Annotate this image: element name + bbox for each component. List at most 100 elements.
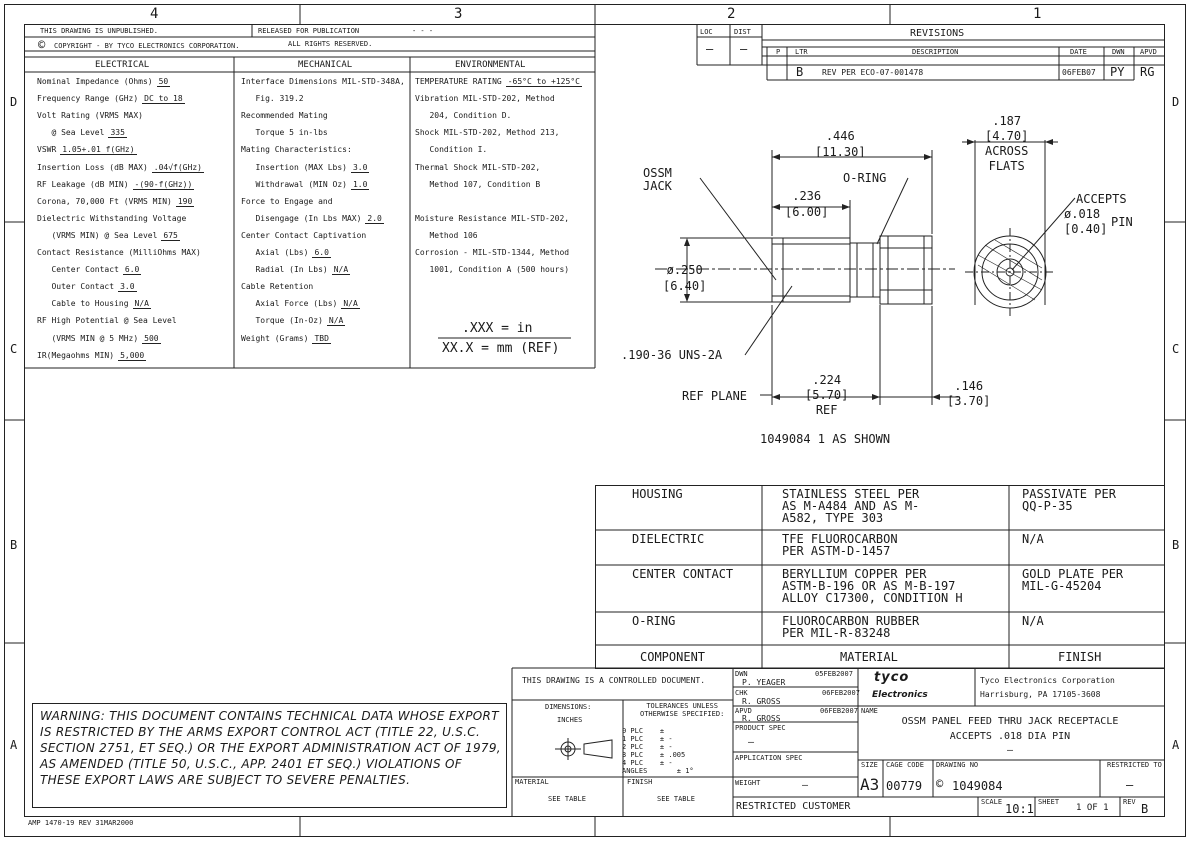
spec-row: Withdrawal (MIN Oz)1.0 [241,179,370,190]
dwn-date: 05FEB2007 [815,670,853,678]
thread-callout: .190-36 UNS-2A [621,348,723,362]
spec-label: Insertion Loss (dB MAX) [37,162,148,172]
material-component: HOUSING [632,487,683,501]
size-value: A3 [860,775,880,794]
spec-label: Volt Rating (VRMS MAX) [37,111,143,121]
spec-label: Corona, 70,000 Ft (VRMS MIN) [37,196,172,206]
spec-row: Shock MIL-STD-202, Method 213, [415,128,560,137]
spec-value: -(90-f(GHz)) [132,179,195,190]
size-label: SIZE [861,761,878,769]
spec-label: (VRMS MIN) @ Sea Level [37,230,158,240]
spec-value: N/A [132,299,151,310]
spec-label: RF Leakage (dB MIN) [37,179,129,189]
zone-row-a-left: A [10,738,18,752]
spec-row: (VRMS MIN @ 5 MHz)500 [37,333,161,344]
zone-col-4: 4 [150,6,159,22]
spec-label: Shock MIL-STD-202, Method 213, [415,128,560,138]
spec-label: Method 107, Condition B [415,179,541,189]
c-mark-icon: © [936,777,944,791]
accepts-dia-mm: [0.40] [1064,222,1108,236]
drawing-number: 1049084 [952,779,1003,793]
spec-row: Vibration MIL-STD-202, Method [415,94,555,103]
material-spec: AS M-A484 AND AS M- [782,499,920,513]
apvd-label: APVD [735,707,752,715]
material-component: DIELECTRIC [632,532,705,546]
restricted-customer: RESTRICTED CUSTOMER [736,801,851,812]
title-line-1: OSSM PANEL FEED THRU JACK RECEPTACLE [901,716,1119,727]
spec-row: Insertion Loss (dB MAX).04√f(GHz) [37,162,204,173]
dim-236: .236[6.00] [785,189,829,219]
spec-value: 675 [161,230,180,241]
spec-row: Force to Engage and [241,197,333,206]
spec-row: 204, Condition D. [415,111,511,120]
material-spec: BERYLLIUM COPPER PER [782,567,927,581]
zone-col-1: 1 [1033,6,1042,22]
accepts-dia-in: ø.018 [1064,207,1101,221]
spec-label: 204, Condition D. [415,111,512,121]
spec-label: Torque (In-Oz) [241,316,323,326]
spec-label: Torque 5 in-lbs [241,128,328,138]
dim-224: .224[5.70]REF [805,373,849,417]
mechanical-title: MECHANICAL [298,60,353,70]
spec-label: VSWR [37,145,57,155]
spec-label: TEMPERATURE RATING [415,77,502,86]
app-spec-label: APPLICATION SPEC [735,754,803,762]
spec-label: Recommended Mating [241,111,328,121]
mat-header-finish: FINISH [1058,650,1102,664]
spec-row: Condition I. [415,145,487,154]
spec-value: 2.0 [365,213,384,224]
dimensions-unit: INCHES [557,716,583,724]
company-name: Tyco Electronics Corporation [980,676,1115,685]
spec-row: Corrosion - MIL-STD-1344, Method [415,248,569,257]
spec-label: Withdrawal (MIN Oz) [241,179,347,189]
finish-value: SEE TABLE [657,795,695,803]
dim-446: .446[11.30] [815,129,866,159]
rev-loc-val: — [706,42,714,56]
spec-label: Cable Retention [241,282,314,292]
rev-ltr: B [796,65,804,79]
sheet-value: 1 OF 1 [1076,803,1109,813]
material-spec: A582, TYPE 303 [782,511,884,525]
rights-note: ALL RIGHTS RESERVED. [288,40,373,48]
zone-row-d-left: D [10,95,18,109]
tolerance-line: 4 PLC ± - [622,759,673,767]
spec-label: Thermal Shock MIL-STD-202, [415,162,541,172]
export-warning: WARNING: THIS DOCUMENT CONTAINS TECHNICA… [40,709,501,787]
zone-col-3: 3 [454,6,463,22]
spec-value: 6.0 [122,265,142,276]
material-finish: QQ-P-35 [1022,499,1073,513]
material-finish: GOLD PLATE PER [1022,567,1124,581]
rev-h-desc: DESCRIPTION [912,48,959,56]
unpublished-note: THIS DRAWING IS UNPUBLISHED. [40,27,159,35]
rev-label: REV [1123,798,1136,806]
chk-label: CHK [735,689,748,697]
spec-value: 190 [175,196,195,207]
spec-value: -65°C to +125°C [505,77,582,87]
mat-header-component: COMPONENT [640,650,706,664]
released-dash: - - - [412,27,434,35]
units-mm: XX.X = mm (REF) [442,341,560,356]
rev-h-dwn: DWN [1112,48,1125,56]
spec-row: Recommended Mating [241,111,328,120]
material-component: CENTER CONTACT [632,567,734,581]
material-spec: PER ASTM-D-1457 [782,544,891,558]
spec-value: 3.0 [118,282,137,293]
spec-label: @ Sea Level [37,128,105,138]
zone-row-c-left: C [10,342,18,356]
mat-header-material: MATERIAL [840,650,898,664]
chk-date: 06FEB2007 [822,689,860,697]
rev-value: B [1141,802,1149,816]
rev-dist-label: DIST [734,28,751,36]
spec-row: RF High Potential @ Sea Level [37,316,177,325]
spec-label: Mating Characteristics: [241,145,352,155]
spec-value: 1.05+.01 f(GHz) [60,145,137,156]
spec-label: Cable to Housing [37,299,129,309]
spec-label: Corrosion - MIL-STD-1344, Method [415,248,570,257]
spec-row: Radial (In Lbs)N/A [241,265,351,276]
spec-label: Center Contact [37,265,119,275]
spec-row: Corona, 70,000 Ft (VRMS MIN)190 [37,196,195,207]
